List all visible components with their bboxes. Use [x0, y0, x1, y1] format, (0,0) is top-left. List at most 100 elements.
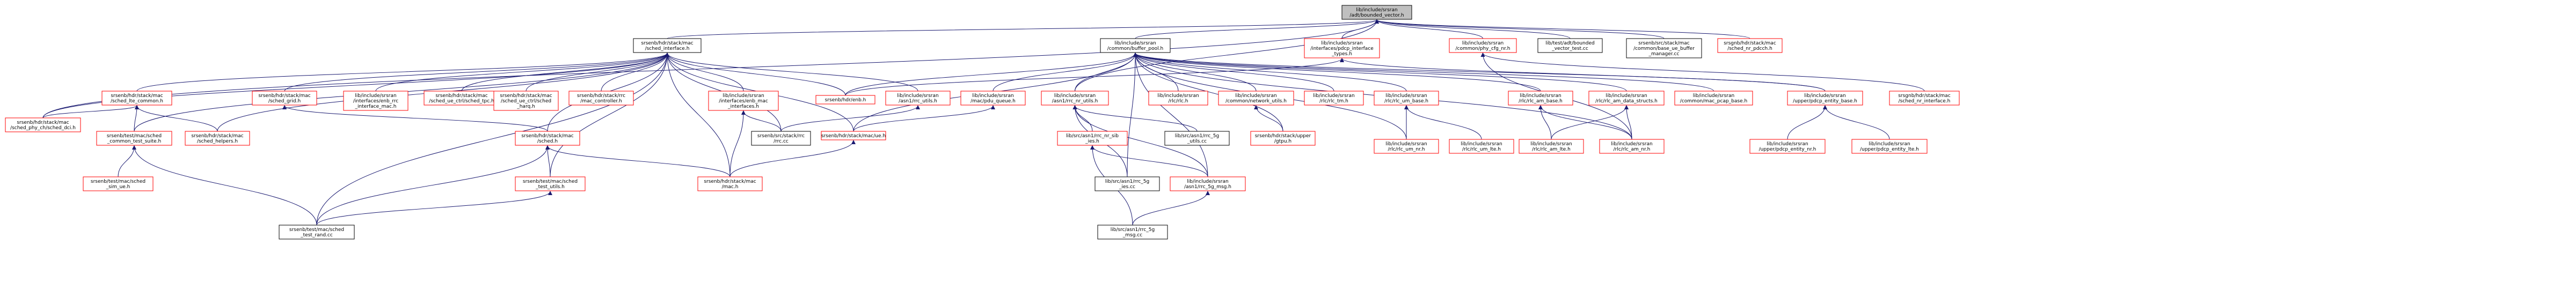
graph-node-sched-phy-ch[interactable]: srsenb/hdr/stack/mac/sched_phy_ch/sched_…	[5, 117, 81, 132]
graph-node-pdcp-entity-base[interactable]: lib/include/srsran/upper/pdcp_entity_bas…	[1787, 91, 1863, 106]
graph-node-mac-controller[interactable]: srsenb/hdr/stack/rrc/mac_controller.h	[568, 91, 634, 106]
node-label-line: lib/include/srsran	[1767, 142, 1808, 147]
node-label-line: _msg.cc	[1122, 233, 1142, 238]
graph-node-rlc-am-lte[interactable]: lib/include/srsran/rlc/rlc_am_lte.h	[1519, 139, 1584, 154]
node-box	[568, 91, 634, 106]
graph-edge-rlc-am-nr-to-rlc-am-data-structs	[1624, 105, 1632, 140]
graph-edge-mac-h-to-sched-h	[545, 145, 731, 177]
graph-node-phy-cfg-nr[interactable]: lib/include/srsran/common/phy_cfg_nr.h	[1449, 38, 1517, 53]
graph-node-sched-lte-common[interactable]: srsenb/hdr/stack/mac/sched_lte_common.h	[101, 91, 172, 106]
node-label-line: /sched_grid.h	[268, 99, 301, 104]
graph-edge-rrc-nr-msg-to-rrc-nr-sib	[1090, 145, 1208, 177]
graph-node-rlc-am-base[interactable]: lib/include/srsran/rlc/rlc_am_base.h	[1508, 91, 1573, 106]
graph-node-enb-h[interactable]: srsenb/hdr/enb.h	[815, 95, 875, 105]
node-label-line: _ies.h	[1085, 139, 1099, 144]
graph-node-rrc-nr-sib[interactable]: lib/src/asn1/rrc_nr_sib_ies.h	[1057, 131, 1128, 146]
graph-edge-mac-h-to-enb-mac-interfaces	[729, 110, 746, 177]
node-label-line: srsenb/src/stack/mac	[1638, 41, 1689, 46]
node-box	[821, 131, 886, 140]
graph-node-rlc-am-nr[interactable]: lib/include/srsran/rlc/rlc_am_nr.h	[1599, 139, 1665, 154]
node-label-line: /rlc/rlc_am_data_structs.h	[1595, 99, 1658, 104]
node-label-line: srsgnb/hdr/stack/mac	[1898, 93, 1951, 99]
node-label-line: /mac/pdu_queue.h	[970, 99, 1016, 104]
node-label-line: srsenb/hdr/stack/mac	[111, 93, 163, 99]
graph-edge-enb-rrc-mac-to-sched-interface	[375, 53, 669, 92]
graph-node-rrc-nr-utils[interactable]: lib/include/srsran/asn1/rrc_nr_utils.h	[1041, 91, 1109, 106]
graph-node-rrc-nr-utils-cc[interactable]: lib/src/asn1/rrc_5g_utils.cc	[1164, 131, 1230, 146]
graph-edge-rrc-nr-msg-cc-to-rrc-nr-msg	[1132, 191, 1210, 226]
graph-node-mac-h[interactable]: srsenb/hdr/stack/mac/mac.h	[697, 176, 763, 191]
node-box	[1304, 91, 1364, 106]
graph-node-rlc-am-data-structs[interactable]: lib/include/srsran/rlc/rlc_am_data_struc…	[1588, 91, 1665, 106]
graph-node-enb-mac-interfaces[interactable]: lib/include/srsran/interfaces/enb_mac_in…	[708, 91, 779, 111]
graph-node-mac-ue[interactable]: srsenb/hdr/stack/mac/ue.h	[821, 131, 886, 140]
graph-node-enb-rrc-mac[interactable]: lib/include/srsran/interfaces/enb_rrc_in…	[343, 91, 408, 111]
graph-node-root[interactable]: lib/include/srsran/adt/bounded_vector.h	[1341, 5, 1412, 20]
graph-node-sched-interface[interactable]: srsenb/hdr/stack/mac/sched_interface.h	[633, 38, 702, 53]
node-label-line: /sched_nr_pdcch.h	[1727, 46, 1772, 51]
graph-node-rlc-um-lte[interactable]: lib/include/srsran/rlc/rlc_um_lte.h	[1449, 139, 1514, 154]
graph-node-buffer-pool[interactable]: lib/include/srsran/common/buffer_pool.h	[1100, 38, 1171, 53]
graph-node-sched-grid[interactable]: srsenb/hdr/stack/mac/sched_grid.h	[252, 91, 317, 106]
graph-edge-gtpu-to-buffer-pool	[1133, 53, 1283, 132]
graph-edge-phy-cfg-nr-to-root	[1375, 19, 1483, 39]
graph-node-sched-h[interactable]: srsenb/hdr/stack/mac/sched.h	[515, 131, 580, 146]
graph-node-sched-common-test-suite[interactable]: srsenb/test/mac/sched_common_test_suite.…	[96, 131, 172, 146]
graph-edge-rrc-utils-to-sched-interface	[665, 53, 918, 92]
graph-node-sched-test-utils[interactable]: srsenb/test/mac/sched_test_utils.h	[515, 176, 586, 191]
graph-node-sched-helpers[interactable]: srsenb/hdr/stack/mac/sched_helpers.h	[185, 131, 250, 146]
graph-node-pdcp-interface[interactable]: lib/include/srsran/interfaces/pdcp_inter…	[1304, 38, 1380, 58]
graph-node-pdcp-entity-lte[interactable]: lib/include/srsran/upper/pdcp_entity_lte…	[1851, 139, 1928, 154]
node-label-line: /rlc/rlc_um_nr.h	[1388, 147, 1425, 152]
graph-node-pdcp-entity-nr[interactable]: lib/include/srsran/upper/pdcp_entity_nr.…	[1749, 139, 1826, 154]
node-box	[493, 91, 559, 111]
graph-node-network-utils[interactable]: lib/include/srsran/common/network_utils.…	[1218, 91, 1294, 106]
node-label-line: /sched_lte_common.h	[111, 99, 163, 104]
graph-node-rlc-tm[interactable]: lib/include/srsran/rlc/rlc_tm.h	[1304, 91, 1364, 106]
graph-node-base-ue-buffer[interactable]: srsenb/src/stack/mac/common/base_ue_buff…	[1626, 38, 1702, 58]
node-box	[1250, 131, 1316, 146]
graph-edge-sched-helpers-to-sched-lte-common	[135, 105, 218, 132]
graph-node-mac-pdu-queue[interactable]: lib/include/srsran/mac/pdu_queue.h	[960, 91, 1026, 106]
graph-node-sched-ue-h[interactable]: srsenb/test/mac/sched_sim_ue.h	[83, 176, 154, 191]
graph-node-sched-ue-ctrl-tpc[interactable]: srsenb/hdr/stack/mac/sched_ue_ctrl/sched…	[424, 91, 500, 106]
node-label-line: lib/include/srsran	[355, 93, 396, 99]
node-box	[252, 91, 317, 106]
node-label-line: lib/include/srsran	[1611, 142, 1652, 147]
node-label-line: srsenb/hdr/stack/mac	[521, 133, 573, 139]
graph-edge-bounded-vector-test-to-root	[1375, 19, 1571, 39]
graph-edge-rlc-am-base-to-buffer-pool	[1133, 53, 1541, 92]
node-label-line: /mac.h	[722, 184, 739, 190]
node-label-line: /sched_ue_ctrl/sched_tpc.h	[429, 99, 494, 104]
graph-node-sched-nr-pdcch[interactable]: srsgnb/hdr/stack/mac/sched_nr_pdcch.h	[1717, 38, 1783, 53]
node-label-line: /rlc/rlc_tm.h	[1319, 99, 1348, 104]
graph-node-rrc-nr-ies-cc[interactable]: lib/src/asn1/rrc_5g_ies.cc	[1094, 176, 1160, 191]
graph-edge-rlc-um-lte-to-rlc-um-base	[1404, 105, 1482, 140]
node-label-line: _utils.cc	[1187, 139, 1207, 144]
graph-node-rrc-cc[interactable]: srsenb/src/stack/rrc/rrc.cc	[751, 131, 811, 146]
graph-edge-rlc-am-lte-to-rlc-am-data-structs	[1551, 105, 1629, 140]
graph-node-sched-test-rand[interactable]: srsenb/test/mac/sched_test_rand.cc	[279, 225, 355, 240]
node-label-line: /common/buffer_pool.h	[1107, 46, 1163, 51]
graph-node-rrc-nr-msg-cc[interactable]: lib/src/asn1/rrc_5g_msg.cc	[1097, 225, 1168, 240]
graph-node-rlc-um-base[interactable]: lib/include/srsran/rlc/rlc_um_base.h	[1374, 91, 1439, 106]
node-box	[1626, 38, 1702, 58]
node-label-line: srsenb/test/mac/sched	[523, 179, 578, 184]
graph-edge-rlc-am-nr-to-rlc-am-base	[1538, 105, 1632, 140]
graph-node-rrc-nr-msg[interactable]: lib/include/srsran/asn1/rrc_5g_msg.h	[1170, 176, 1246, 191]
graph-node-rrc-utils[interactable]: lib/include/srsran/asn1/rrc_utils.h	[885, 91, 951, 106]
graph-node-rlc-h[interactable]: lib/include/srsran/rlc/rlc.h	[1148, 91, 1208, 106]
graph-node-mac-pcap-base[interactable]: lib/include/srsran/common/mac_pcap_base.…	[1674, 91, 1753, 106]
graph-node-rlc-um-nr[interactable]: lib/include/srsran/rlc/rlc_um_nr.h	[1374, 139, 1439, 154]
graph-node-gtpu[interactable]: srsenb/hdr/stack/upper/gtpu.h	[1250, 131, 1316, 146]
node-box	[1599, 139, 1665, 154]
node-box	[1148, 91, 1208, 106]
graph-node-bounded-vector-test[interactable]: lib/test/adt/bounded_vector_test.cc	[1537, 38, 1603, 53]
graph-edge-sched-h-to-sched-grid	[282, 105, 548, 132]
node-box	[515, 131, 580, 146]
graph-node-sched-nr-interface[interactable]: srsgnb/hdr/stack/mac/sched_nr_interface.…	[1889, 91, 1960, 106]
node-box	[96, 131, 172, 146]
node-label-line: lib/src/asn1/rrc_5g	[1105, 179, 1150, 184]
graph-node-sched-ue-harq[interactable]: srsenb/hdr/stack/mac/sched_ue_ctrl/sched…	[493, 91, 559, 111]
